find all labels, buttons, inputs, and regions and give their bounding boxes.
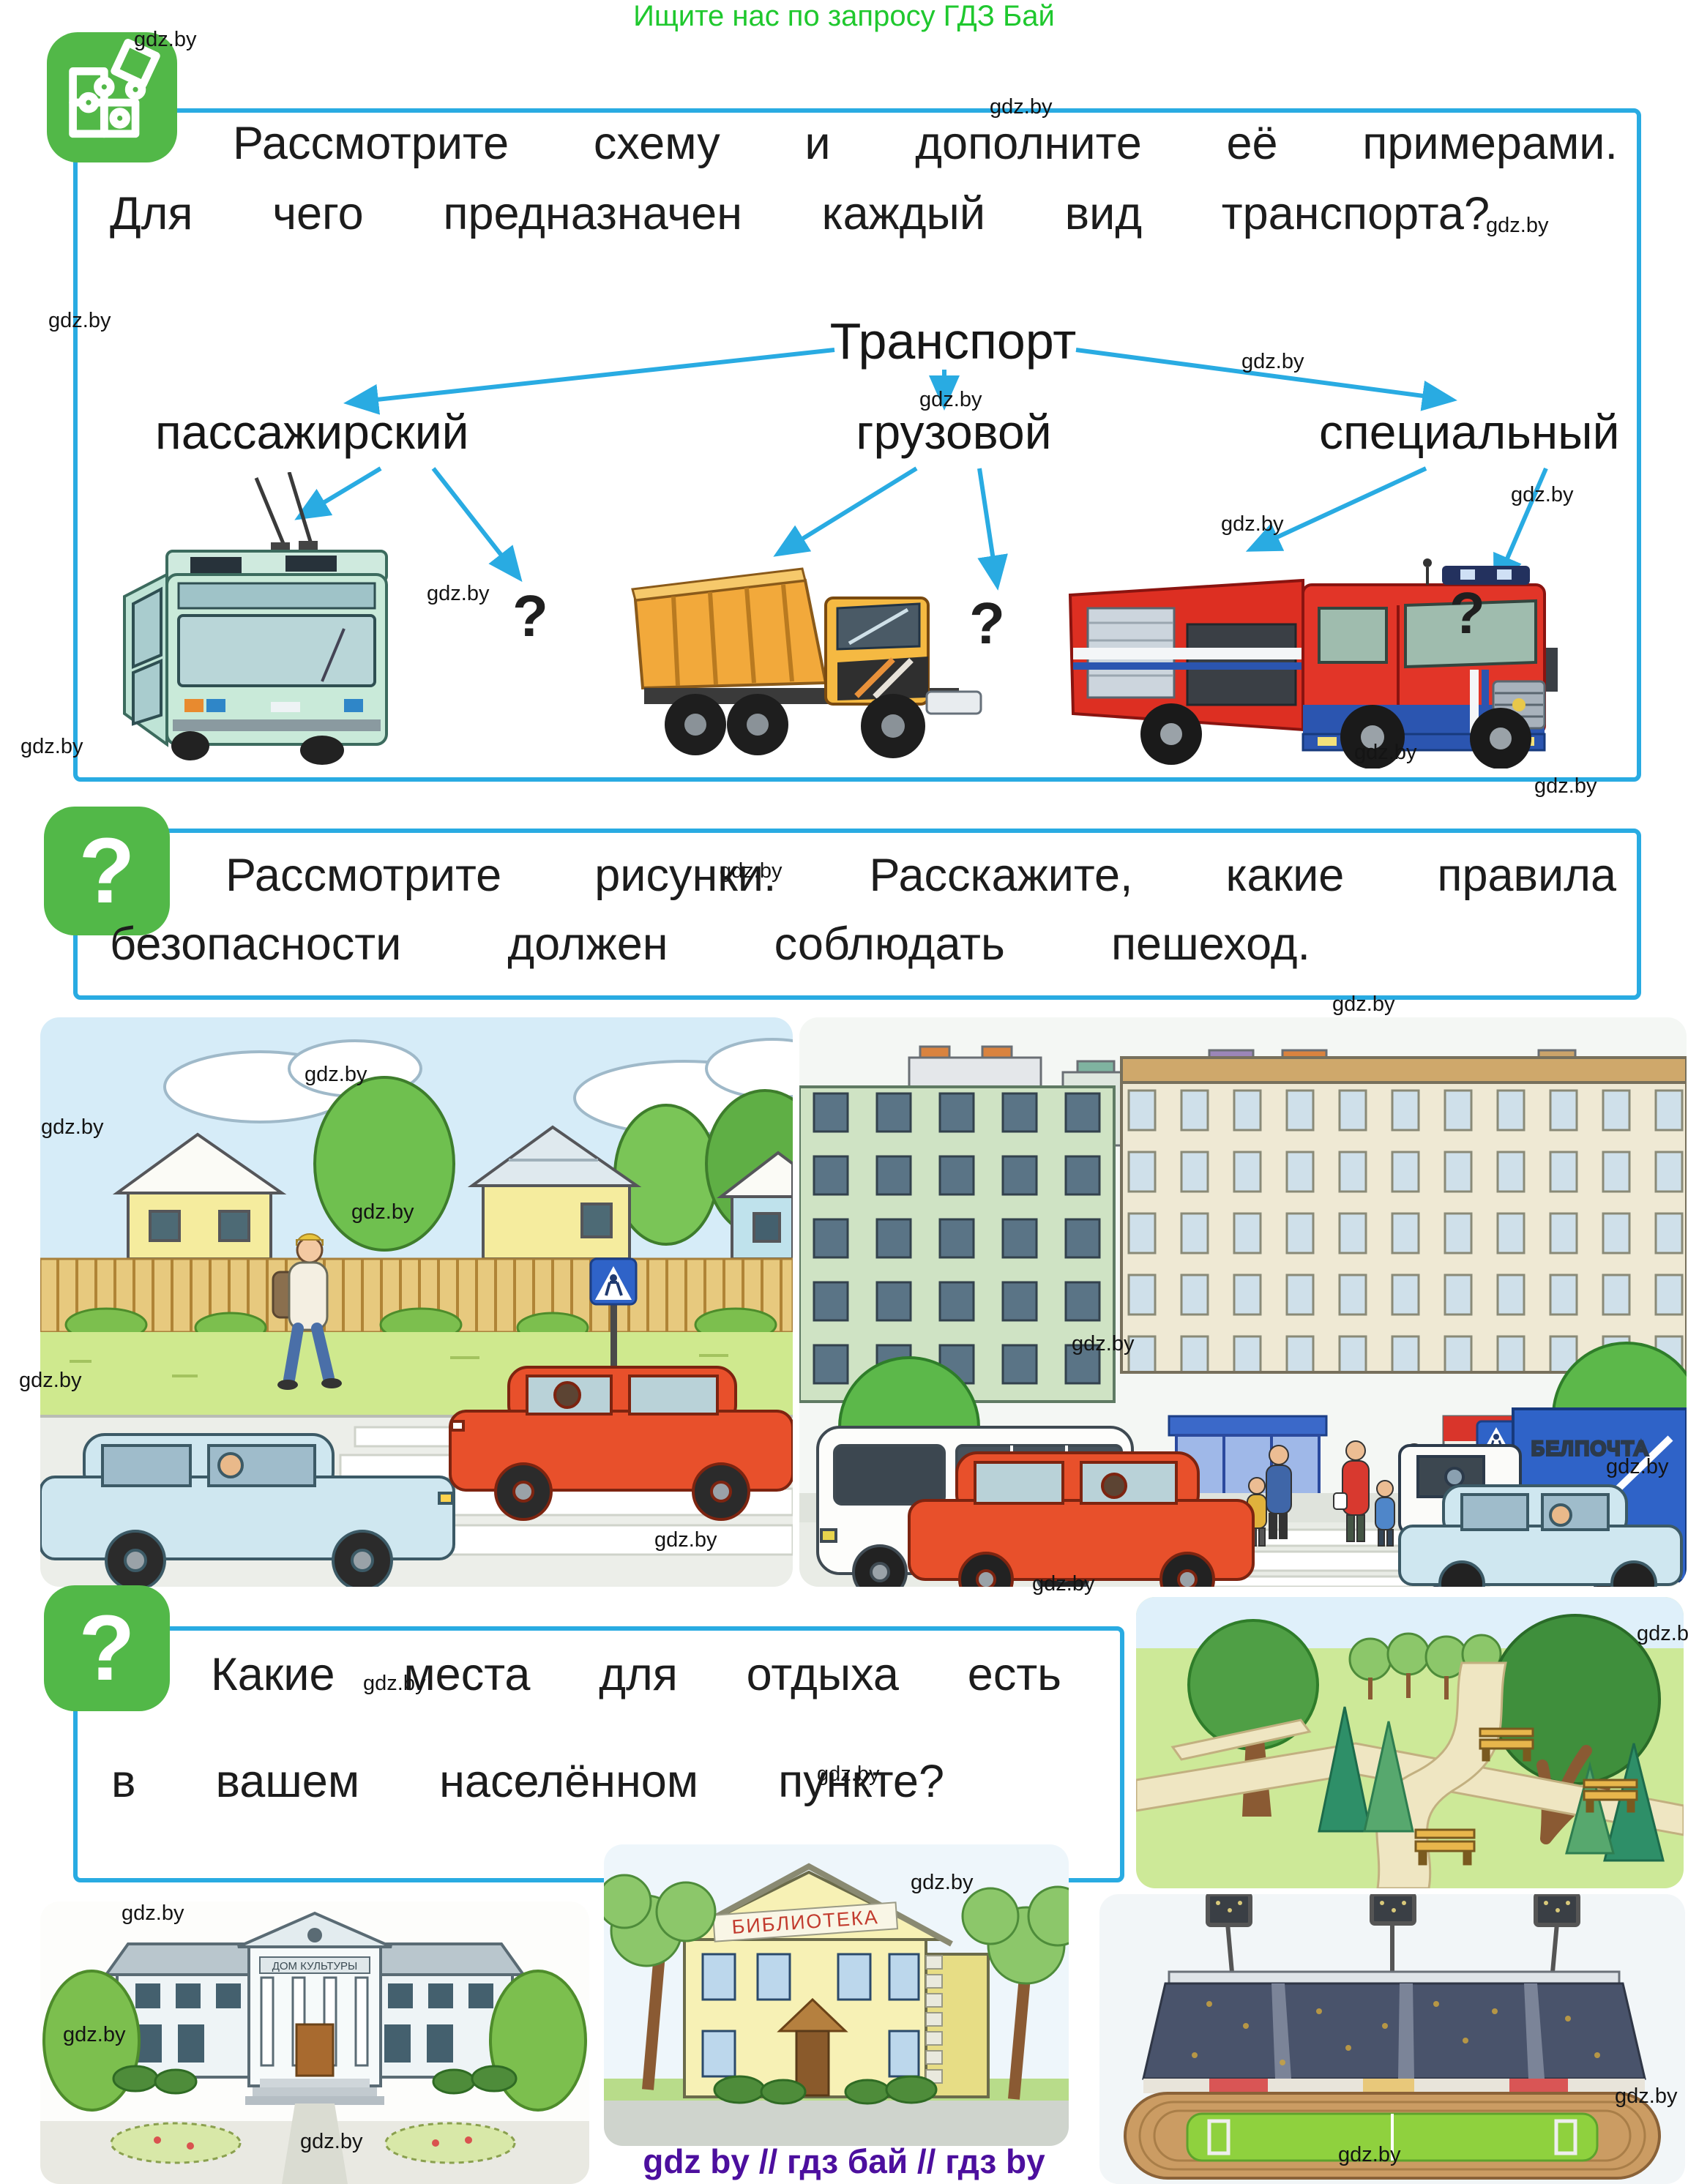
watermark: gdz.by — [351, 1200, 414, 1224]
question-glyph: ? — [78, 819, 135, 922]
diagram-root-label: Транспорт — [829, 313, 1077, 370]
task3-text-line2: в вашем населённом пункте? — [111, 1756, 944, 1807]
task1-text-line1: Рассмотрите схему и дополните её примера… — [233, 118, 1618, 169]
red-car — [449, 1366, 793, 1521]
watermark: gdz.by — [1221, 512, 1284, 536]
watermark: gdz.by — [1072, 1332, 1135, 1355]
watermark: gdz.by — [41, 1115, 104, 1139]
task3-box — [73, 1626, 1124, 1882]
goals — [1207, 2119, 1577, 2155]
pedestrian-crossing-sign — [589, 1257, 638, 1394]
light-blue-car — [1398, 1484, 1683, 1587]
watermark: gdz.by — [1354, 741, 1417, 764]
fire-truck-illustration — [1061, 538, 1588, 768]
city-street-illustration: БЕЛПОЧТА — [799, 1017, 1687, 1587]
park-benches — [1414, 1727, 1638, 1866]
question-icon: ? — [44, 807, 170, 935]
diagram-branch-special: специальный — [1319, 405, 1620, 459]
watermark: gdz.by — [48, 309, 111, 332]
post-truck-label: БЕЛПОЧТА — [1531, 1437, 1649, 1459]
watermark: gdz.by — [1338, 2143, 1401, 2166]
watermark: gdz.by — [911, 1871, 974, 1894]
watermark: gdz.by — [919, 388, 982, 411]
watermark: gdz.by — [1637, 1622, 1688, 1645]
question-glyph: ? — [78, 1596, 135, 1699]
light-blue-car — [40, 1433, 455, 1587]
watermark: gdz.by — [305, 1063, 367, 1086]
culture-house-illustration: ДОМ КУЛЬТУРЫ — [40, 1901, 589, 2184]
watermark: gdz.by — [363, 1672, 426, 1695]
watermark: gdz.by — [1032, 1572, 1095, 1596]
bottom-banner: gdz by // гдз бай // гдз by — [643, 2142, 1045, 2180]
watermark: gdz.by — [134, 28, 197, 51]
library-illustration: БИБЛИОТЕКА — [604, 1844, 1069, 2146]
watermark: gdz.by — [300, 2130, 363, 2153]
puzzle-icon-graphic — [69, 38, 160, 138]
placeholder-question-special: ? — [1449, 580, 1485, 646]
diagram-branch-passenger: пассажирский — [155, 405, 469, 459]
puzzle-icon — [47, 32, 177, 162]
watermark: gdz.by — [990, 95, 1053, 119]
task2-text-line2: безопасности должен соблюдать пешеход. — [110, 919, 1310, 970]
watermark: gdz.by — [1332, 992, 1395, 1016]
culture-house-sign: ДОМ КУЛЬТУРЫ — [272, 1960, 358, 1972]
orange-car — [908, 1451, 1255, 1587]
watermark: gdz.by — [720, 859, 783, 883]
watermark: gdz.by — [1241, 350, 1304, 373]
watermark: gdz.by — [1486, 214, 1549, 237]
watermark: gdz.by — [20, 735, 83, 758]
dump-truck-illustration — [630, 553, 988, 768]
watermark: gdz.by — [1606, 1455, 1669, 1478]
question-icon-2: ? — [44, 1585, 170, 1711]
watermark: gdz.by — [427, 582, 490, 605]
trolleybus-illustration — [102, 472, 454, 765]
park-illustration — [1136, 1597, 1684, 1888]
task2-box — [73, 829, 1641, 1000]
task2-text-line1: Рассмотрите рисунки. Расскажите, какие п… — [225, 850, 1616, 901]
watermark: gdz.by — [654, 1528, 717, 1552]
top-banner: Ищите нас по запросу ГДЗ Бай — [633, 0, 1055, 32]
watermark: gdz.by — [1511, 483, 1574, 506]
placeholder-question-cargo: ? — [969, 591, 1005, 656]
task1-text-line2: Для чего предназначен каждый вид транспо… — [110, 188, 1490, 239]
watermark: gdz.by — [63, 2023, 126, 2046]
watermark: gdz.by — [19, 1369, 82, 1392]
library-trees — [604, 1874, 1069, 2105]
pedestrian — [272, 1233, 342, 1390]
watermark: gdz.by — [1534, 774, 1597, 798]
watermark: gdz.by — [122, 1901, 184, 1925]
watermark: gdz.by — [817, 1762, 880, 1786]
village-street-illustration — [40, 1017, 793, 1587]
placeholder-question-passenger: ? — [512, 583, 548, 648]
stadium-illustration — [1099, 1894, 1685, 2184]
watermark: gdz.by — [1615, 2084, 1678, 2108]
task3-text-line1: Какие места для отдыха есть — [211, 1649, 1061, 1700]
diagram-branch-cargo: грузовой — [856, 405, 1052, 459]
